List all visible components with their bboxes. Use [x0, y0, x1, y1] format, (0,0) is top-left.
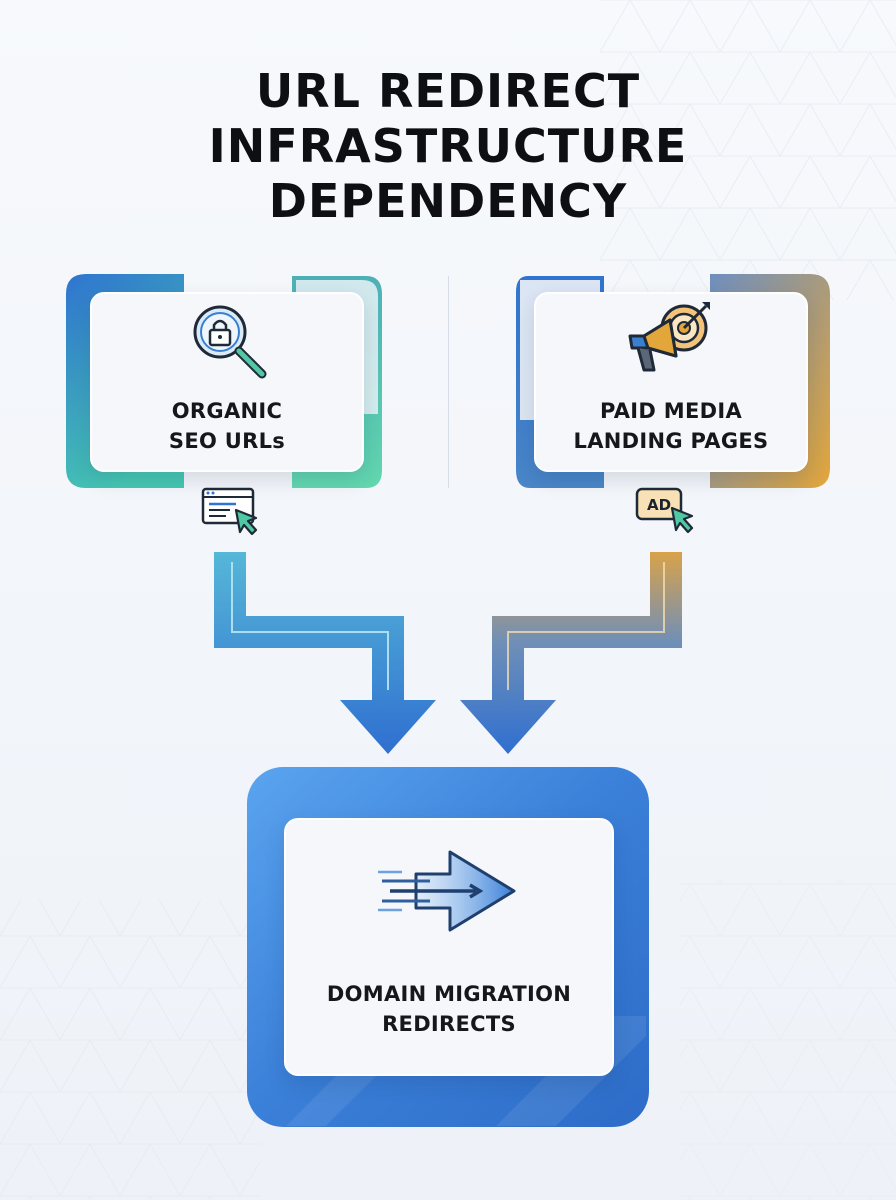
- connector-paid-highlight: [507, 562, 665, 690]
- diagram-title: URL REDIRECT INFRASTRUCTURE DEPENDENCY: [0, 64, 896, 229]
- ad-badge-text: AD: [647, 496, 671, 514]
- domain-migration-label: DOMAIN MIGRATION REDIRECTS: [326, 982, 572, 1036]
- ad-cursor-icon: AD: [635, 487, 694, 534]
- paid-media-label: PAID MEDIA LANDING PAGES: [573, 399, 769, 453]
- speed-arrow-icon: [378, 850, 516, 932]
- browser-cursor-icon: [201, 487, 258, 536]
- title-line-1: URL REDIRECT: [255, 64, 641, 118]
- center-divider: [448, 276, 449, 488]
- lock-magnifier-icon: [193, 305, 267, 379]
- connector-paid-to-domain: [460, 552, 682, 754]
- organic-seo-label: ORGANIC SEO URLs: [168, 399, 286, 453]
- megaphone-target-icon: [628, 302, 710, 372]
- connector-organic-highlight: [231, 562, 389, 690]
- domain-migration-card: DOMAIN MIGRATION REDIRECTS: [284, 818, 614, 1076]
- title-line-3: DEPENDENCY: [268, 174, 628, 228]
- title-line-2: INFRASTRUCTURE: [208, 119, 688, 173]
- connector-organic-to-domain: [214, 552, 436, 754]
